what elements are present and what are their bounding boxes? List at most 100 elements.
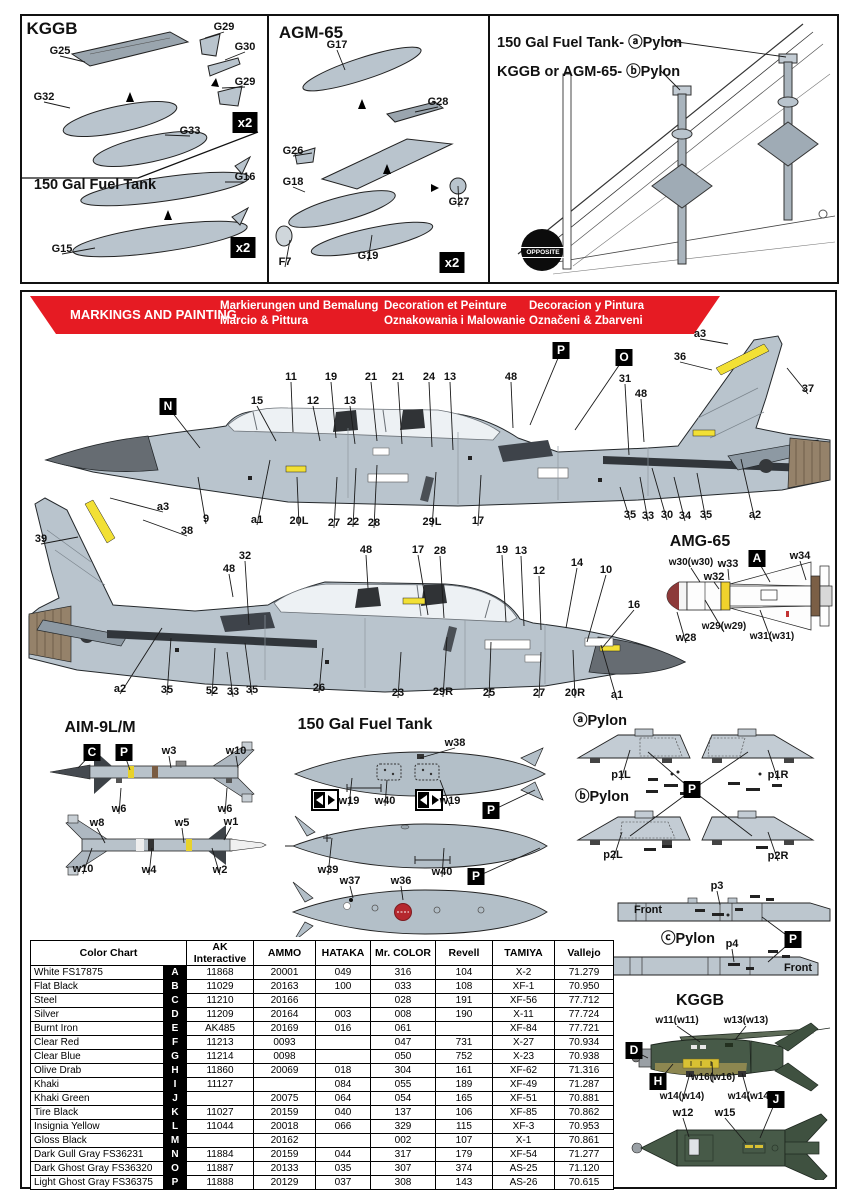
callout-label: 35	[623, 509, 637, 521]
paint-code: 0098	[253, 1049, 316, 1064]
callout-label: Front	[783, 962, 813, 974]
section-title: AGM-65	[278, 23, 344, 42]
callout-label: a1	[250, 514, 264, 526]
paint-code: 003	[315, 1007, 371, 1022]
banner-it: Marcio & Pittura	[220, 315, 309, 327]
callout-label: 35	[699, 509, 713, 521]
paint-code: 20166	[253, 993, 316, 1008]
quantity-badge: x2	[232, 112, 258, 133]
paint-code: 307	[370, 1161, 436, 1176]
callout-label: 14	[570, 557, 584, 569]
paint-code: 143	[435, 1175, 493, 1190]
paint-code: 084	[315, 1077, 371, 1092]
color-name: Clear Red	[30, 1035, 164, 1050]
callout-label: p2R	[767, 850, 789, 862]
callout-label: 12	[532, 565, 546, 577]
color-chart-header: AK Interactive	[186, 940, 254, 966]
callout-label: 48	[634, 388, 648, 400]
color-letter-badge: P	[683, 781, 701, 798]
callout-label: 35	[160, 684, 174, 696]
color-letter-badge: N	[159, 398, 177, 415]
paint-code: 016	[315, 1021, 371, 1036]
callout-label: F7	[278, 256, 292, 268]
paint-code: X-27	[492, 1035, 555, 1050]
callout-label: w19	[439, 795, 461, 807]
opposite-stamp: OPPOSITE	[520, 247, 566, 258]
paint-code: 0093	[253, 1035, 316, 1050]
paint-code: 70.615	[554, 1175, 614, 1190]
paint-code: 189	[435, 1077, 493, 1092]
paint-code: 70.934	[554, 1035, 614, 1050]
section-title: 150 Gal Fuel Tank	[33, 177, 157, 193]
callout-label: w12	[672, 1107, 694, 1119]
paint-code: 77.724	[554, 1007, 614, 1022]
color-letter: B	[163, 979, 187, 994]
color-name: Dark Ghost Gray FS36320	[30, 1161, 164, 1176]
paint-code: XF-56	[492, 993, 555, 1008]
callout-label: w19	[338, 795, 360, 807]
fueltank-paint-views-art	[285, 747, 548, 937]
callout-label: G18	[282, 176, 304, 188]
banner-es: Decoracion y Pintura	[529, 300, 645, 312]
callout-label: 27	[327, 517, 341, 529]
markings-painting-banner: MARKINGS AND PAINTING Markierungen und B…	[30, 296, 720, 334]
paint-code: 20075	[253, 1091, 316, 1106]
callout-label: G28	[427, 96, 449, 108]
callout-label: w38	[444, 737, 466, 749]
callout-label: 22	[346, 516, 360, 528]
callout-label: G29	[213, 21, 235, 33]
paint-code: 70.953	[554, 1119, 614, 1134]
paint-code: 035	[315, 1161, 371, 1176]
color-chart-header: Color Chart	[30, 940, 187, 966]
callout-label: 48	[222, 563, 236, 575]
paint-code	[315, 1133, 371, 1148]
callout-label: 20R	[564, 687, 586, 699]
paint-code: 066	[315, 1119, 371, 1134]
color-name: Insignia Yellow	[30, 1119, 164, 1134]
paint-code	[186, 1133, 254, 1148]
paint-code: 11029	[186, 979, 254, 994]
callout-label: 36	[673, 351, 687, 363]
paint-code: 165	[435, 1091, 493, 1106]
callout-label: p4	[725, 938, 739, 950]
color-letter-badge: H	[649, 1073, 667, 1090]
paint-code: 70.938	[554, 1049, 614, 1064]
paint-code	[186, 1091, 254, 1106]
banner-pl: Oznakowania i Malowanie	[384, 315, 526, 327]
color-chart-header: Revell	[435, 940, 493, 966]
callout-label: w34	[789, 550, 811, 562]
paint-code: AK485	[186, 1021, 254, 1036]
section-title: AMG-65	[669, 533, 731, 550]
paint-code: 71.277	[554, 1147, 614, 1162]
callout-label: w39	[317, 864, 339, 876]
callout-label: w11(w11)	[655, 1015, 699, 1026]
color-letter: I	[163, 1077, 187, 1092]
paint-code: 304	[370, 1063, 436, 1078]
callout-label: w6	[217, 803, 233, 815]
callout-label: p3	[710, 880, 724, 892]
banner-cs: Označeni & Zbarveni	[529, 315, 643, 327]
paint-code: XF-51	[492, 1091, 555, 1106]
callout-label: 33	[641, 510, 655, 522]
color-letter: F	[163, 1035, 187, 1050]
paint-code	[435, 1021, 493, 1036]
callout-label: 24	[422, 371, 436, 383]
banner-de: Markierungen und Bemalung	[220, 300, 379, 312]
callout-label: 13	[443, 371, 457, 383]
paint-code: X-23	[492, 1049, 555, 1064]
callout-label: w40	[431, 866, 453, 878]
paint-code: 179	[435, 1147, 493, 1162]
callout-label: w30(w30)	[668, 557, 714, 568]
callout-label: 48	[359, 544, 373, 556]
callout-label: w15	[714, 1107, 736, 1119]
paint-code: 191	[435, 993, 493, 1008]
callout-label: 28	[367, 517, 381, 529]
paint-code: 11868	[186, 965, 254, 980]
color-letter: P	[163, 1175, 187, 1190]
paint-code: X-2	[492, 965, 555, 980]
color-letter-badge: D	[625, 1042, 643, 1059]
